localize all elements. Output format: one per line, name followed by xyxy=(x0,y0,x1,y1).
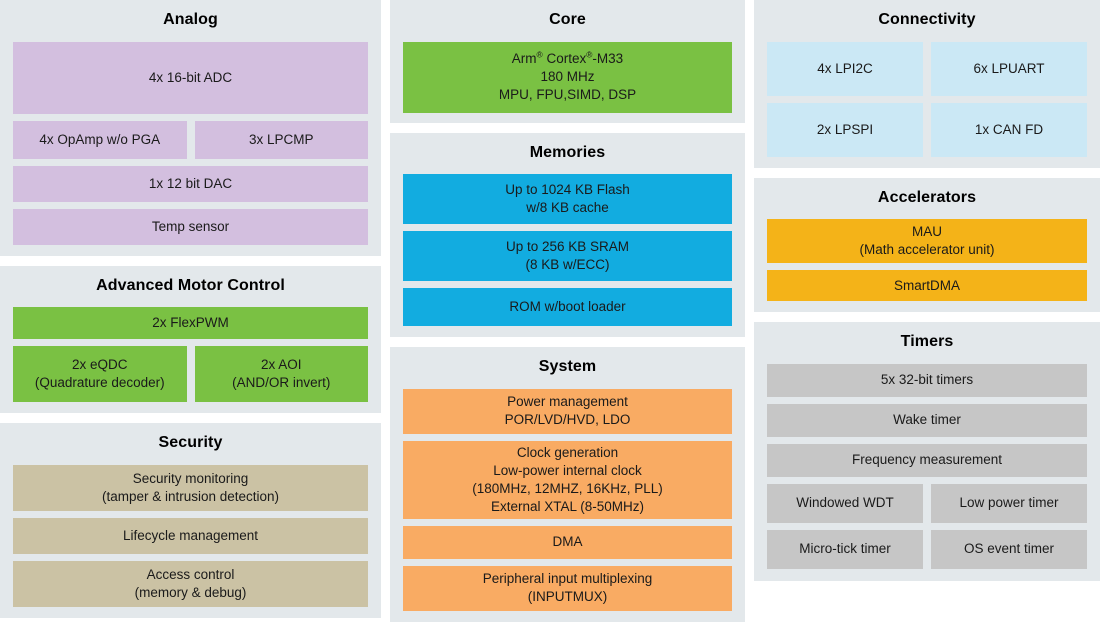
block-aoi: 2x AOI (AND/OR invert) xyxy=(194,346,368,403)
block-eqdc-line2: (Quadrature decoder) xyxy=(34,375,165,391)
registered-trademark-icon: ® xyxy=(536,49,543,60)
block-sram-line1: Up to 256 KB SRAM xyxy=(505,239,630,255)
analog-row-opamp-lpcmp: 4x OpAmp w/o PGA 3x LPCMP xyxy=(13,120,368,159)
registered-trademark-icon-2: ® xyxy=(586,49,593,60)
block-clock-line2: Low-power internal clock xyxy=(493,462,642,478)
block-mau-line1: MAU xyxy=(912,224,942,240)
block-lpi2c: 4x LPI2C xyxy=(767,41,923,96)
block-dma: DMA xyxy=(403,525,732,559)
panel-advanced-motor-control: Advanced Motor Control 2x FlexPWM 2x eQD… xyxy=(0,265,381,414)
block-aoi-line1: 2x AOI xyxy=(260,357,302,373)
block-lpuart: 6x LPUART xyxy=(931,41,1087,96)
column-right: Connectivity 4x LPI2C 6x LPUART 2x LPSPI… xyxy=(754,0,1100,601)
connectivity-row-1: 4x LPI2C 6x LPUART xyxy=(767,41,1087,96)
block-windowed-wdt: Windowed WDT xyxy=(767,483,923,523)
block-micro-tick-timer: Micro-tick timer xyxy=(767,529,923,569)
motor-row-eqdc-aoi: 2x eQDC (Quadrature decoder) 2x AOI (AND… xyxy=(13,346,368,403)
panel-title-system: System xyxy=(538,358,597,376)
block-core-line2: 180 MHz xyxy=(540,69,595,85)
panel-security: Security Security monitoring (tamper & i… xyxy=(0,423,381,618)
block-core-line3: MPU, FPU,SIMD, DSP xyxy=(498,87,637,102)
panel-timers: Timers 5x 32-bit timers Wake timer Frequ… xyxy=(754,322,1100,581)
block-sram-line2: (8 KB w/ECC) xyxy=(525,257,610,273)
column-middle: Core Arm® Cortex®-M33 180 MHz MPU, FPU,S… xyxy=(390,0,745,622)
block-32bit-timers: 5x 32-bit timers xyxy=(767,363,1087,397)
block-os-event-timer: OS event timer xyxy=(931,529,1087,569)
block-security-monitoring-line2: (tamper & intrusion detection) xyxy=(101,488,280,504)
block-access-control-line2: (memory & debug) xyxy=(134,584,247,600)
block-temp-sensor: Temp sensor xyxy=(13,208,368,245)
block-power-management-line1: Power management xyxy=(507,394,628,410)
block-can-fd: 1x CAN FD xyxy=(931,102,1087,157)
block-power-management: Power management POR/LVD/HVD, LDO xyxy=(403,388,732,434)
block-security-monitoring-line1: Security monitoring xyxy=(132,470,249,486)
block-rom-boot-loader: ROM w/boot loader xyxy=(403,288,732,327)
block-inputmux: Peripheral input multiplexing (INPUTMUX) xyxy=(403,565,732,611)
timers-row-1: Windowed WDT Low power timer xyxy=(767,483,1087,523)
block-smartdma: SmartDMA xyxy=(767,270,1087,302)
panel-title-accelerators: Accelerators xyxy=(877,188,977,206)
block-lifecycle-management: Lifecycle management xyxy=(13,517,368,554)
panel-title-memories: Memories xyxy=(529,143,606,161)
block-inputmux-line2: (INPUTMUX) xyxy=(527,589,608,605)
panel-title-analog: Analog xyxy=(163,11,218,28)
block-opamp: 4x OpAmp w/o PGA xyxy=(13,120,187,159)
block-access-control: Access control (memory & debug) xyxy=(13,560,368,607)
panel-title-timers: Timers xyxy=(900,333,954,351)
block-adc: 4x 16-bit ADC xyxy=(13,41,368,114)
block-eqdc: 2x eQDC (Quadrature decoder) xyxy=(13,346,187,403)
block-mau-line2: (Math accelerator unit) xyxy=(859,242,995,258)
block-low-power-timer: Low power timer xyxy=(931,483,1087,523)
panel-title-advanced-motor-control: Advanced Motor Control xyxy=(96,276,285,294)
panel-title-connectivity: Connectivity xyxy=(878,11,976,28)
block-clock-generation: Clock generation Low-power internal cloc… xyxy=(403,440,732,519)
block-eqdc-line1: 2x eQDC xyxy=(71,357,128,373)
block-flash-line1: Up to 1024 KB Flash xyxy=(505,182,630,198)
panel-accelerators: Accelerators MAU (Math accelerator unit)… xyxy=(754,177,1100,313)
block-power-management-line2: POR/LVD/HVD, LDO xyxy=(504,412,631,428)
block-aoi-line2: (AND/OR invert) xyxy=(232,375,331,391)
block-security-monitoring: Security monitoring (tamper & intrusion … xyxy=(13,464,368,511)
timers-row-2: Micro-tick timer OS event timer xyxy=(767,529,1087,569)
block-access-control-line1: Access control xyxy=(146,566,235,582)
block-flash-line2: w/8 KB cache xyxy=(526,200,609,216)
block-flexpwm: 2x FlexPWM xyxy=(13,307,368,340)
panel-core: Core Arm® Cortex®-M33 180 MHz MPU, FPU,S… xyxy=(390,0,745,123)
block-wake-timer: Wake timer xyxy=(767,403,1087,437)
block-lpcmp: 3x LPCMP xyxy=(194,120,368,159)
panel-connectivity: Connectivity 4x LPI2C 6x LPUART 2x LPSPI… xyxy=(754,0,1100,168)
panel-system: System Power management POR/LVD/HVD, LDO… xyxy=(390,347,745,622)
block-frequency-measurement: Frequency measurement xyxy=(767,443,1087,477)
panel-memories: Memories Up to 1024 KB Flash w/8 KB cach… xyxy=(390,132,745,338)
column-left: Analog 4x 16-bit ADC 4x OpAmp w/o PGA 3x… xyxy=(0,0,381,618)
block-dac: 1x 12 bit DAC xyxy=(13,165,368,202)
block-flash: Up to 1024 KB Flash w/8 KB cache xyxy=(403,174,732,225)
panel-analog: Analog 4x 16-bit ADC 4x OpAmp w/o PGA 3x… xyxy=(0,0,381,256)
block-mau: MAU (Math accelerator unit) xyxy=(767,219,1087,264)
block-arm-cortex-m33: Arm® Cortex®-M33 180 MHz MPU, FPU,SIMD, … xyxy=(403,41,732,113)
block-inputmux-line1: Peripheral input multiplexing xyxy=(482,571,653,587)
panel-title-core: Core xyxy=(549,11,586,28)
panel-title-security: Security xyxy=(158,434,223,452)
block-clock-line4: External XTAL (8-50MHz) xyxy=(490,498,645,514)
block-clock-line1: Clock generation xyxy=(516,445,619,461)
block-sram: Up to 256 KB SRAM (8 KB w/ECC) xyxy=(403,231,732,282)
connectivity-row-2: 2x LPSPI 1x CAN FD xyxy=(767,102,1087,157)
block-lpspi: 2x LPSPI xyxy=(767,102,923,157)
block-clock-line3: (180MHz, 12MHZ, 16KHz, PLL) xyxy=(472,480,663,496)
block-core-line1: Arm® Cortex®-M33 xyxy=(511,49,624,67)
